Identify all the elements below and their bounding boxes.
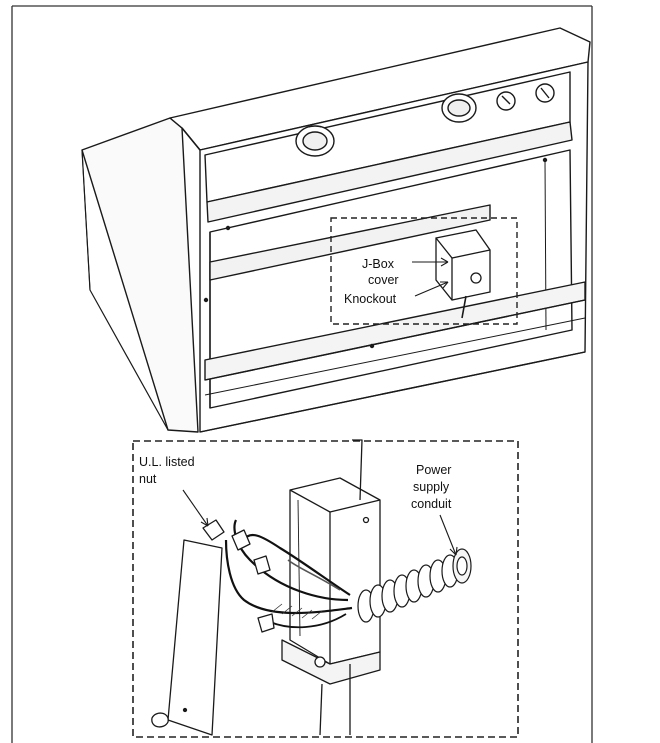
hood-left-side <box>81 117 199 433</box>
label-conduit-2: supply <box>413 480 450 494</box>
wiring-detail-frame <box>132 440 519 738</box>
power-supply-conduit <box>357 548 472 623</box>
detail-leader-lines <box>182 489 458 556</box>
junction-box-body <box>289 477 381 665</box>
label-conduit-1: Power <box>416 463 451 477</box>
label-ul-listed-nut-2: nut <box>139 472 157 486</box>
label-jbox-cover-1: J-Box <box>362 257 395 271</box>
jbox-detail-callout <box>330 217 518 325</box>
label-knockout: Knockout <box>344 292 397 306</box>
knockout-hole <box>470 272 482 284</box>
label-jbox-cover-2: cover <box>368 273 399 287</box>
jbox-in-hood <box>435 229 491 319</box>
leader-lines <box>412 257 449 297</box>
light-right <box>441 93 477 123</box>
control-knob-1 <box>496 91 516 111</box>
page-frame <box>11 5 593 743</box>
label-conduit-3: conduit <box>411 497 452 511</box>
wire-bundle-hatch <box>271 603 323 620</box>
light-left <box>295 125 335 157</box>
label-ul-listed-nut-1: U.L. listed <box>139 455 195 469</box>
control-knob-2 <box>535 83 555 103</box>
wires <box>224 519 353 629</box>
range-hood-drawing <box>81 27 591 433</box>
jbox-cover-plate <box>167 539 223 736</box>
